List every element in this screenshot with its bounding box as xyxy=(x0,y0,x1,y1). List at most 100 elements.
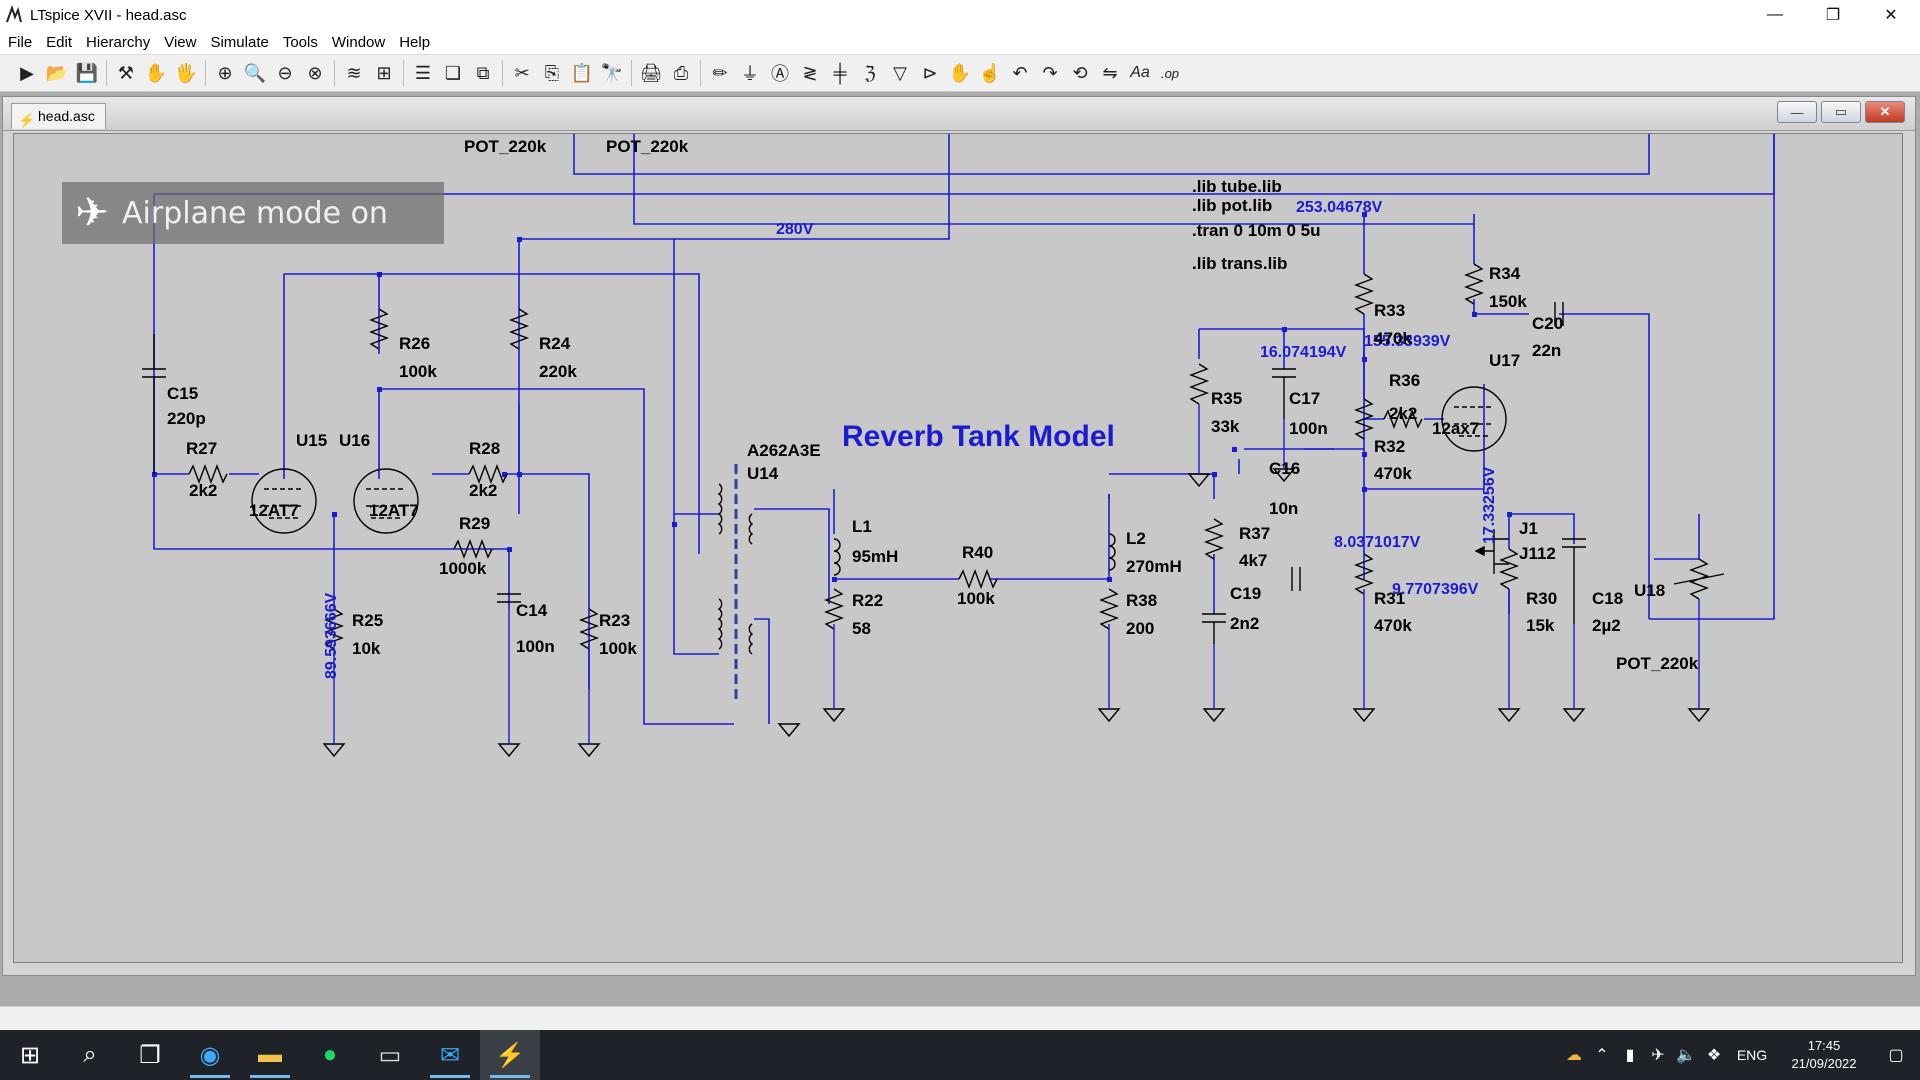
maximize-icon: ▭ xyxy=(1834,104,1848,119)
file-explorer-icon[interactable]: ▬ xyxy=(240,1030,300,1080)
resistor-r23 xyxy=(579,608,599,650)
resistor-r28 xyxy=(468,464,508,484)
schematic-file-icon: ⚡ xyxy=(18,112,36,128)
battery-icon[interactable]: ▮ xyxy=(1625,1047,1635,1064)
notifications-icon[interactable]: ▢ xyxy=(1888,1047,1904,1064)
text-icon[interactable]: Aa xyxy=(1130,64,1150,81)
spice-directive-icon[interactable]: .op xyxy=(1160,65,1180,81)
close-button[interactable]: ✕ xyxy=(1862,0,1920,30)
clock[interactable]: 17:45 21/09/2022 xyxy=(1776,1037,1872,1073)
voltage-label: 16.074194V xyxy=(1260,344,1347,361)
restore-button[interactable]: ❐ xyxy=(1804,0,1862,30)
ltspice-icon[interactable]: ⚡ xyxy=(480,1030,540,1080)
capacitor-c20 xyxy=(1554,302,1564,326)
mirror-icon[interactable]: ⇋ xyxy=(1102,62,1118,83)
control-panel-icon[interactable]: ⚒ xyxy=(117,62,135,83)
zoom-in-icon[interactable]: ⊕ xyxy=(217,62,233,83)
label-r32: R32 xyxy=(1374,437,1405,456)
dropbox-icon[interactable]: ❖ xyxy=(1706,1047,1722,1064)
minimize-button[interactable]: — xyxy=(1746,0,1804,30)
search-icon[interactable]: ⌕ xyxy=(83,1041,97,1068)
inductor-icon[interactable]: ℨ xyxy=(864,62,876,83)
label-c18: C18 xyxy=(1592,589,1623,608)
paste-icon[interactable]: 📋 xyxy=(570,62,594,83)
minimize-icon: — xyxy=(1790,104,1804,120)
label-r40: R40 xyxy=(962,543,993,562)
mdi-minimize-button[interactable]: — xyxy=(1777,101,1817,123)
mail-icon[interactable]: ✉ xyxy=(420,1030,480,1080)
copy-icon[interactable]: ⎘ xyxy=(544,62,560,83)
label-pot-2: POT_220k xyxy=(606,137,689,156)
directive-lib-pot: .lib pot.lib xyxy=(1192,196,1272,215)
waveform-icon[interactable]: ≋ xyxy=(346,62,362,83)
volume-icon[interactable]: 🔈 xyxy=(1676,1047,1696,1064)
clock-time: 17:45 xyxy=(1807,1038,1841,1053)
close-window-icon[interactable]: ⧉ xyxy=(476,62,490,83)
print-setup-icon[interactable]: 🖨 xyxy=(639,62,663,83)
run-icon[interactable]: ▶ xyxy=(20,62,34,83)
cut-icon[interactable]: ✂ xyxy=(514,62,530,83)
label-r38: R38 xyxy=(1126,591,1157,610)
find-icon[interactable]: 🔭 xyxy=(600,62,624,83)
label-r25: R25 xyxy=(352,611,383,630)
undo-icon[interactable]: ↶ xyxy=(1012,62,1028,83)
edge-icon[interactable]: ◉ xyxy=(180,1030,240,1080)
resistor-r29 xyxy=(453,539,493,559)
label-r24-value: 220k xyxy=(539,362,577,381)
spotify-icon[interactable]: ● xyxy=(322,1041,338,1068)
save-icon[interactable]: 💾 xyxy=(75,62,99,83)
draw-wire-icon[interactable]: ✏ xyxy=(712,62,728,83)
mdi-maximize-button[interactable]: ▭ xyxy=(1821,101,1861,123)
label-j1: J1 xyxy=(1519,519,1538,538)
mdi-close-button[interactable]: ✕ xyxy=(1865,101,1905,123)
ground-icon[interactable]: ⏚ xyxy=(741,64,759,84)
zoom-out-icon[interactable]: ⊖ xyxy=(277,62,293,83)
airplane-icon[interactable]: ✈ xyxy=(1651,1047,1665,1064)
label-u17-value: 12ax7 xyxy=(1432,419,1479,438)
schematic-canvas[interactable]: POT_220k POT_220k .lib tube.lib .lib pot… xyxy=(13,133,1903,963)
menu-file[interactable]: File xyxy=(8,33,33,51)
schematic-drawing[interactable]: POT_220k POT_220k .lib tube.lib .lib pot… xyxy=(14,134,1904,964)
menu-tools[interactable]: Tools xyxy=(282,33,318,51)
label-r25-value: 10k xyxy=(352,639,381,658)
resistor-icon[interactable]: ≷ xyxy=(802,62,818,83)
toolbar-separator xyxy=(700,60,701,86)
print-icon[interactable]: ⎙ xyxy=(673,62,689,83)
menu-help[interactable]: Help xyxy=(399,33,431,51)
capacitor-icon[interactable]: ╪ xyxy=(833,62,847,83)
redo-icon[interactable]: ↷ xyxy=(1042,62,1058,83)
menu-window[interactable]: Window xyxy=(331,33,386,51)
chevron-up-icon[interactable]: ⌃ xyxy=(1595,1047,1609,1064)
open-icon[interactable]: 📂 xyxy=(45,62,69,83)
rotate-icon[interactable]: ⟲ xyxy=(1072,62,1088,83)
halt-icon[interactable]: ✋ xyxy=(144,62,168,83)
pan-icon[interactable]: 🖐 xyxy=(174,62,198,83)
document-tab-bar: ⚡ head.asc — ▭ ✕ xyxy=(3,97,1915,131)
menu-simulate[interactable]: Simulate xyxy=(210,33,269,51)
tile-horizontal-icon[interactable]: ☰ xyxy=(414,62,432,83)
zoom-area-icon[interactable]: 🔍 xyxy=(243,62,267,83)
task-view-icon[interactable]: ❐ xyxy=(139,1041,161,1069)
menu-edit[interactable]: Edit xyxy=(46,33,73,51)
directive-lib-trans: .lib trans.lib xyxy=(1192,254,1287,273)
label-c15: C15 xyxy=(167,384,198,403)
resistor-r31 xyxy=(1354,553,1374,595)
language-indicator[interactable]: ENG xyxy=(1736,1047,1768,1063)
move-icon[interactable]: ✋ xyxy=(948,62,972,83)
zoom-cancel-icon[interactable]: ⊗ xyxy=(307,62,323,83)
label-r22: R22 xyxy=(852,591,883,610)
menu-view[interactable]: View xyxy=(164,33,197,51)
drag-icon[interactable]: ☝ xyxy=(978,62,1002,83)
resistor-r27 xyxy=(188,464,228,484)
schematic-icon[interactable]: ⊞ xyxy=(376,62,392,83)
document-tab[interactable]: ⚡ head.asc xyxy=(11,103,106,129)
diode-icon[interactable]: ▽ xyxy=(893,62,907,83)
menu-hierarchy[interactable]: Hierarchy xyxy=(86,33,151,51)
weather-icon[interactable]: ☁ xyxy=(1566,1047,1582,1064)
windows-start-icon[interactable]: ⊞ xyxy=(19,1041,41,1069)
cascade-icon[interactable]: ❏ xyxy=(444,62,462,83)
component-icon[interactable]: ⊳ xyxy=(922,62,938,83)
terminal-icon[interactable]: ▭ xyxy=(378,1041,402,1069)
label-net-icon[interactable]: Ⓐ xyxy=(771,64,789,84)
label-r29: R29 xyxy=(459,514,490,533)
